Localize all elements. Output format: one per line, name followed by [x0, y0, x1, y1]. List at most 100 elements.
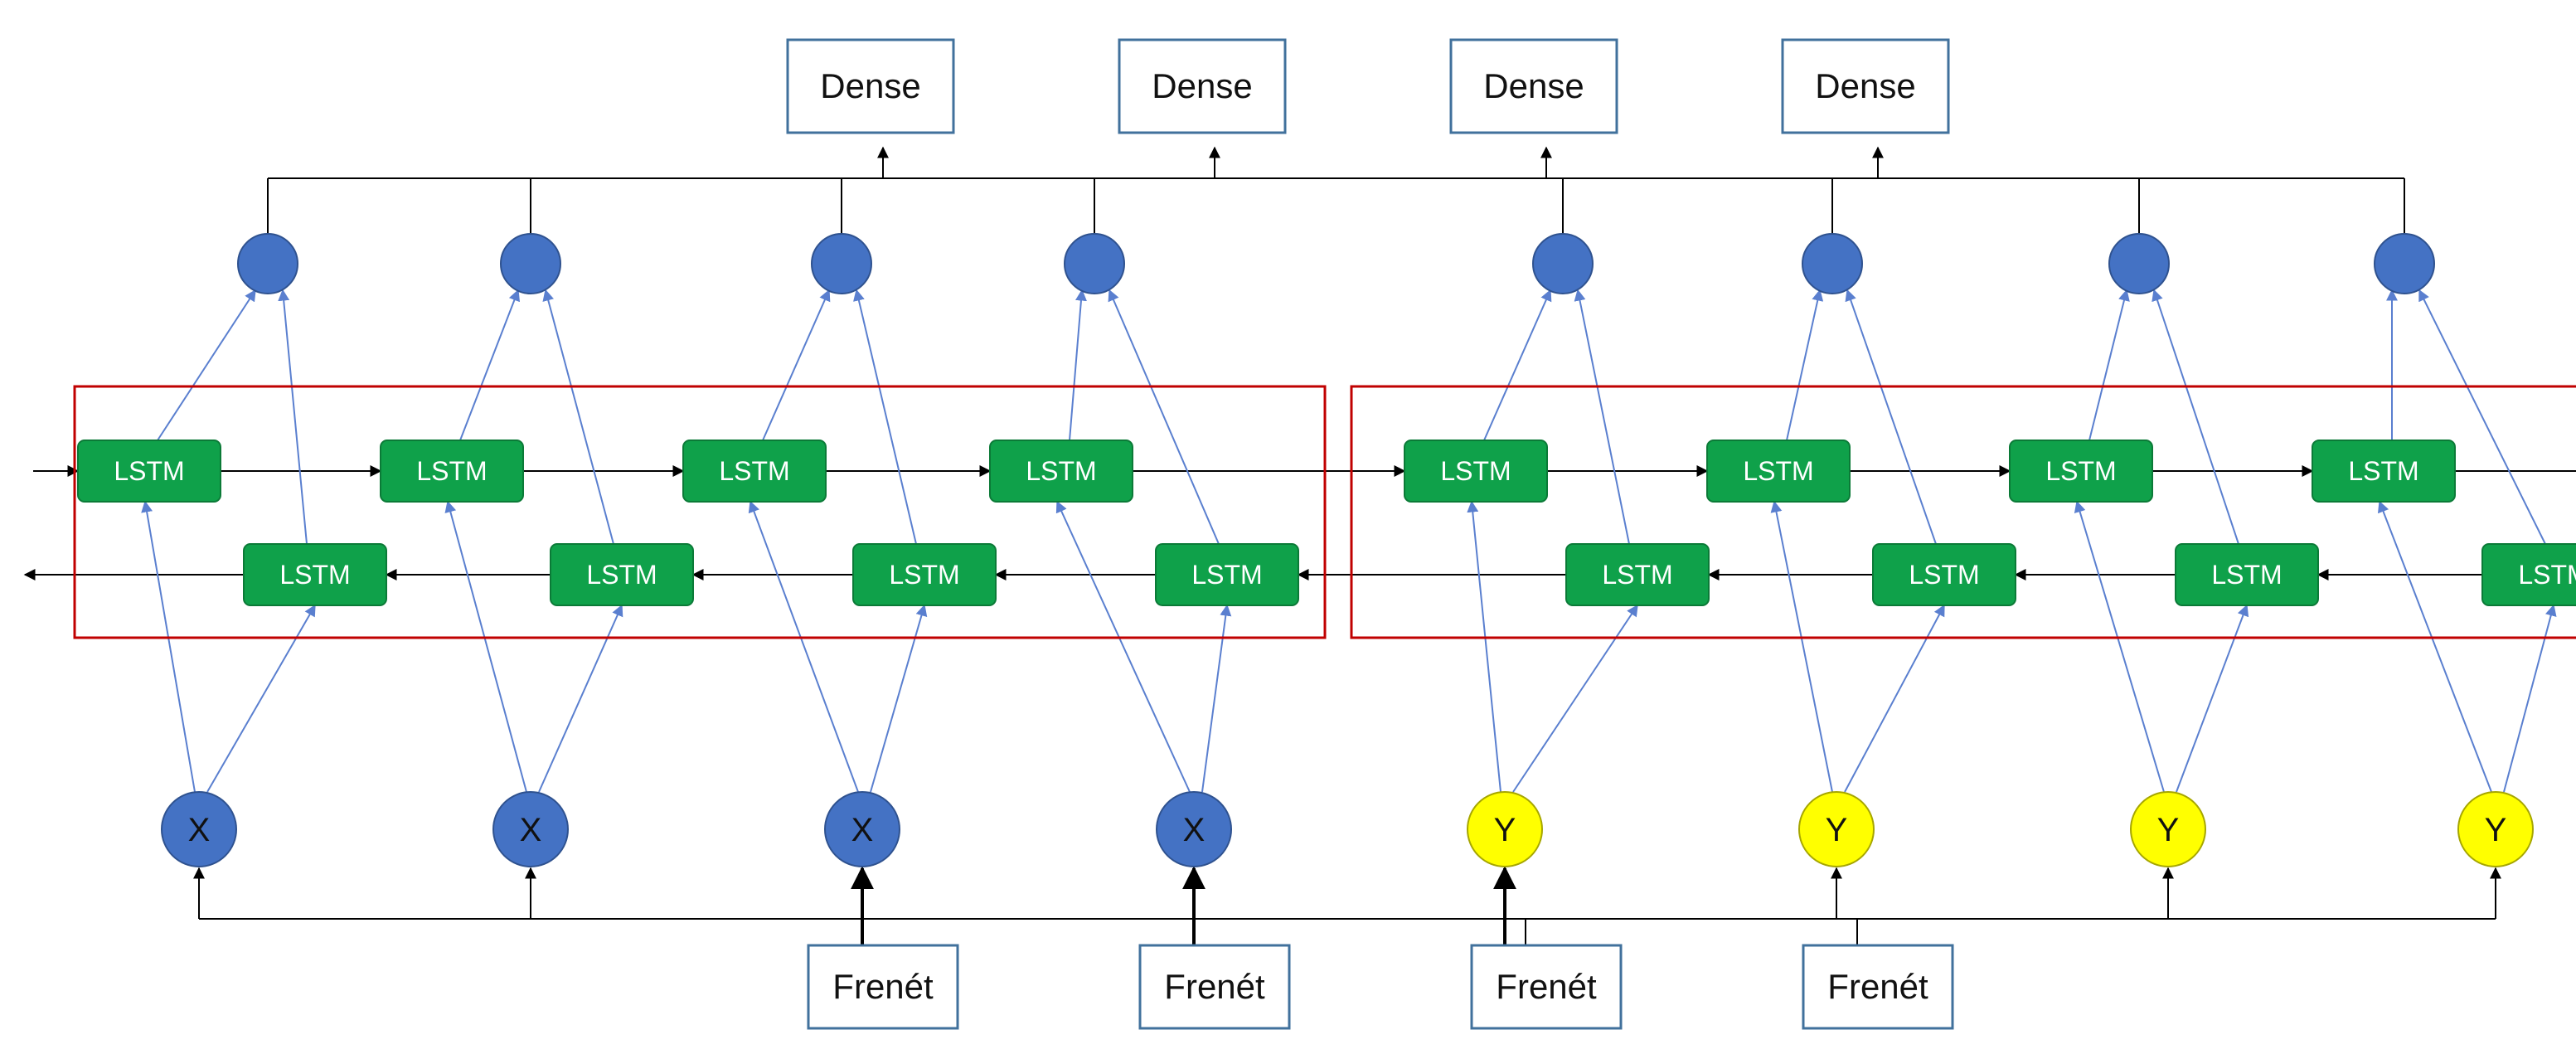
lstm-to-output-arrow [157, 289, 256, 441]
lstm-cell: LSTM [2312, 440, 2456, 503]
lstm-cell: LSTM [380, 440, 524, 503]
lstm-label: LSTM [416, 456, 487, 486]
lstm-to-output-arrow [2418, 289, 2546, 545]
lstm-cell: LSTM [989, 440, 1133, 503]
lstm-label: LSTM [2045, 456, 2116, 486]
lstm-label: LSTM [1026, 456, 1096, 486]
output-node [1532, 233, 1594, 294]
input-node-label: Y [1826, 812, 1848, 848]
y-input-node: Y [2130, 791, 2206, 867]
lstm-label: LSTM [1191, 560, 1262, 590]
output-node [1064, 233, 1125, 294]
dense-box: Dense [1449, 38, 1618, 134]
dense-label: Dense [1152, 66, 1252, 105]
lstm-cell: LSTM [2009, 440, 2153, 503]
output-node [500, 233, 561, 294]
lstm-label: LSTM [719, 456, 789, 486]
x-input-node: X [1156, 791, 1232, 867]
input-to-lstm-arrow [141, 500, 196, 793]
input-to-lstm-arrow [1201, 604, 1232, 793]
frenet-label: Frenét [1164, 967, 1265, 1006]
lstm-to-output-arrow [459, 289, 520, 441]
lstm-cell: LSTM [550, 543, 694, 606]
lstm-label: LSTM [2348, 456, 2418, 486]
lstm-label: LSTM [889, 560, 959, 590]
lstm-cell: LSTM [682, 440, 827, 503]
lstm-to-output-arrow [278, 289, 308, 545]
lstm-cell: LSTM [1155, 543, 1299, 606]
frenet-label: Frenét [832, 967, 934, 1006]
frenet-box: Frenét [807, 944, 959, 1030]
output-node [2374, 233, 2435, 294]
dense-label: Dense [1815, 66, 1915, 105]
lstm-cell: LSTM [1706, 440, 1851, 503]
lstm-to-output-arrow [1483, 289, 1552, 441]
input-to-lstm-arrow [1512, 604, 1638, 793]
frenet-label: Frenét [1496, 967, 1597, 1006]
lstm-cells: LSTM LSTM LSTM LSTM LSTM LSTM LSTM LSTM LSTM LSTM… [77, 440, 2576, 606]
frenet-box: Frenét [1802, 944, 1954, 1030]
input-node-label: X [520, 812, 542, 848]
input-to-lstm-arrow [1770, 500, 1833, 793]
output-node [1802, 233, 1863, 294]
dense-label: Dense [820, 66, 920, 105]
dense-label: Dense [1483, 66, 1584, 105]
dense-box: Dense [1781, 38, 1950, 134]
bilstm-block [73, 385, 1327, 639]
input-to-lstm-arrow [2503, 604, 2557, 793]
input-node-label: Y [2485, 812, 2507, 848]
lstm-label: LSTM [1602, 560, 1672, 590]
lstm-label: LSTM [1743, 456, 1813, 486]
x-input-node: X [492, 791, 569, 867]
dense-box: Dense [1118, 38, 1287, 134]
lstm-label: LSTM [586, 560, 657, 590]
input-to-lstm-arrow [206, 604, 316, 793]
input-to-lstm-arrow [2378, 500, 2492, 793]
input-node-label: Y [2157, 812, 2180, 848]
lstm-to-output-arrow [1845, 289, 1937, 545]
lstm-to-output-arrow [542, 289, 614, 545]
lstm-cell: LSTM [2175, 543, 2319, 606]
lstm-cell: LSTM [2481, 543, 2576, 606]
bilstm-block [1350, 385, 2576, 639]
lstm-to-output-arrow [1574, 289, 1630, 545]
input-node-label: X [1183, 812, 1206, 848]
input-to-lstm-arrow [538, 604, 623, 793]
lstm-label: LSTM [2211, 560, 2282, 590]
lstm-label: LSTM [114, 456, 184, 486]
input-to-lstm-arrow [1467, 500, 1501, 793]
output-node [2108, 233, 2170, 294]
lstm-cell: LSTM [1565, 543, 1710, 606]
x-input-node: X [161, 791, 237, 867]
lstm-cell: LSTM [77, 440, 221, 503]
lstm-label: LSTM [1909, 560, 1979, 590]
dense-box: Dense [786, 38, 955, 134]
input-to-lstm-arrow [1844, 604, 1945, 793]
input-to-lstm-arrow [1055, 500, 1191, 793]
lstm-label: LSTM [279, 560, 350, 590]
lstm-to-output-arrow [1786, 289, 1824, 441]
input-to-lstm-arrow [444, 500, 527, 793]
lstm-label: LSTM [1440, 456, 1511, 486]
lstm-to-output-arrow [762, 289, 831, 441]
input-to-lstm-arrow [2074, 500, 2165, 793]
frenet-box: Frenét [1138, 944, 1291, 1030]
y-input-node: Y [1467, 791, 1543, 867]
frenet-box: Frenét [1470, 944, 1623, 1030]
y-input-node: Y [2457, 791, 2534, 867]
lstm-to-output-arrow [2152, 289, 2239, 545]
connector-lines [23, 146, 2576, 966]
input-node-label: Y [1494, 812, 1516, 848]
lstm-to-output-arrow [853, 289, 917, 545]
bilstm-blocks [73, 385, 2576, 639]
lstm-to-output-arrow [2088, 289, 2130, 441]
lstm-to-output-arrow [1108, 289, 1220, 545]
x-input-node: X [824, 791, 900, 867]
lstm-cell: LSTM [852, 543, 997, 606]
frenet-label: Frenét [1827, 967, 1928, 1006]
input-to-lstm-arrow [2176, 604, 2249, 793]
input-node-label: X [851, 812, 874, 848]
